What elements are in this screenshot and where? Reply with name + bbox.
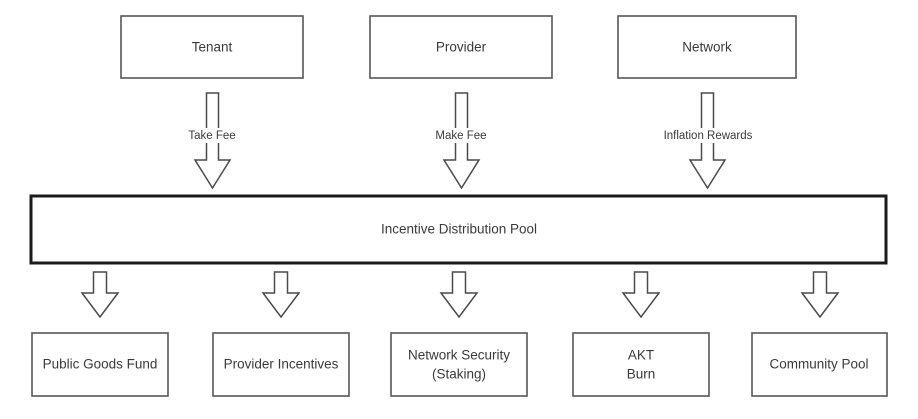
destination-box-rect-0 bbox=[31, 332, 169, 397]
edge-label-backdrop-1 bbox=[427, 128, 497, 143]
destination-node-provider-incentives[interactable]: Provider Incentives bbox=[212, 332, 350, 397]
source-box-rect-1 bbox=[369, 15, 553, 79]
inflow-arrow-make-fee: Make Fee bbox=[427, 92, 497, 190]
destination-label-3-line1: AKT bbox=[628, 348, 654, 363]
pool-label: Incentive Distribution Pool bbox=[381, 222, 537, 237]
arrow-icon-down-6 bbox=[621, 271, 661, 319]
outflow-arrow-community-pool bbox=[800, 271, 840, 319]
edge-label-0: Take Fee bbox=[188, 130, 235, 142]
destination-label-1: Provider Incentives bbox=[224, 357, 339, 372]
source-box-rect-0 bbox=[120, 15, 304, 79]
arrow-icon-down-4 bbox=[261, 271, 301, 319]
arrow-icon-down-5 bbox=[439, 271, 479, 319]
destination-node-network-security[interactable]: Network Security (Staking) bbox=[390, 332, 528, 397]
arrow-icon-down-7 bbox=[800, 271, 840, 319]
source-box-rect-2 bbox=[617, 15, 797, 79]
destination-node-public-goods-fund[interactable]: Public Goods Fund bbox=[31, 332, 169, 397]
destination-label-3-line2: Burn bbox=[627, 367, 656, 382]
destination-label-0: Public Goods Fund bbox=[43, 357, 158, 372]
outflow-arrow-akt-burn bbox=[621, 271, 661, 319]
inflow-arrow-inflation-rewards: Inflation Rewards bbox=[650, 92, 766, 190]
destination-box-rect-3 bbox=[572, 332, 710, 397]
outflow-arrow-public-goods-fund bbox=[80, 271, 120, 319]
source-node-tenant[interactable]: Tenant bbox=[120, 15, 304, 79]
destination-node-akt-burn[interactable]: AKT Burn bbox=[572, 332, 710, 397]
source-node-provider[interactable]: Provider bbox=[369, 15, 553, 79]
pool-box-rect bbox=[29, 194, 888, 265]
source-label-2: Network bbox=[682, 40, 732, 55]
destination-box-rect-1 bbox=[212, 332, 350, 397]
edge-label-1: Make Fee bbox=[435, 130, 486, 142]
incentive-distribution-pool[interactable]: Incentive Distribution Pool bbox=[29, 194, 888, 265]
outflow-arrow-provider-incentives bbox=[261, 271, 301, 319]
inflow-arrow-take-fee: Take Fee bbox=[178, 92, 248, 190]
destination-box-rect-4 bbox=[751, 332, 888, 397]
outflow-arrow-network-security bbox=[439, 271, 479, 319]
edge-label-backdrop-2 bbox=[650, 128, 766, 143]
destination-label-4: Community Pool bbox=[769, 357, 868, 372]
destination-box-rect-2 bbox=[390, 332, 528, 397]
source-label-0: Tenant bbox=[192, 40, 233, 55]
destination-label-2-line1: Network Security bbox=[408, 348, 510, 363]
arrow-icon-down-3 bbox=[80, 271, 120, 319]
edge-label-2: Inflation Rewards bbox=[664, 130, 753, 142]
destination-node-community-pool[interactable]: Community Pool bbox=[751, 332, 888, 397]
destination-label-2-line2: (Staking) bbox=[432, 367, 486, 382]
source-node-network[interactable]: Network bbox=[617, 15, 797, 79]
source-label-1: Provider bbox=[436, 40, 487, 55]
edge-label-backdrop-0 bbox=[178, 128, 248, 143]
